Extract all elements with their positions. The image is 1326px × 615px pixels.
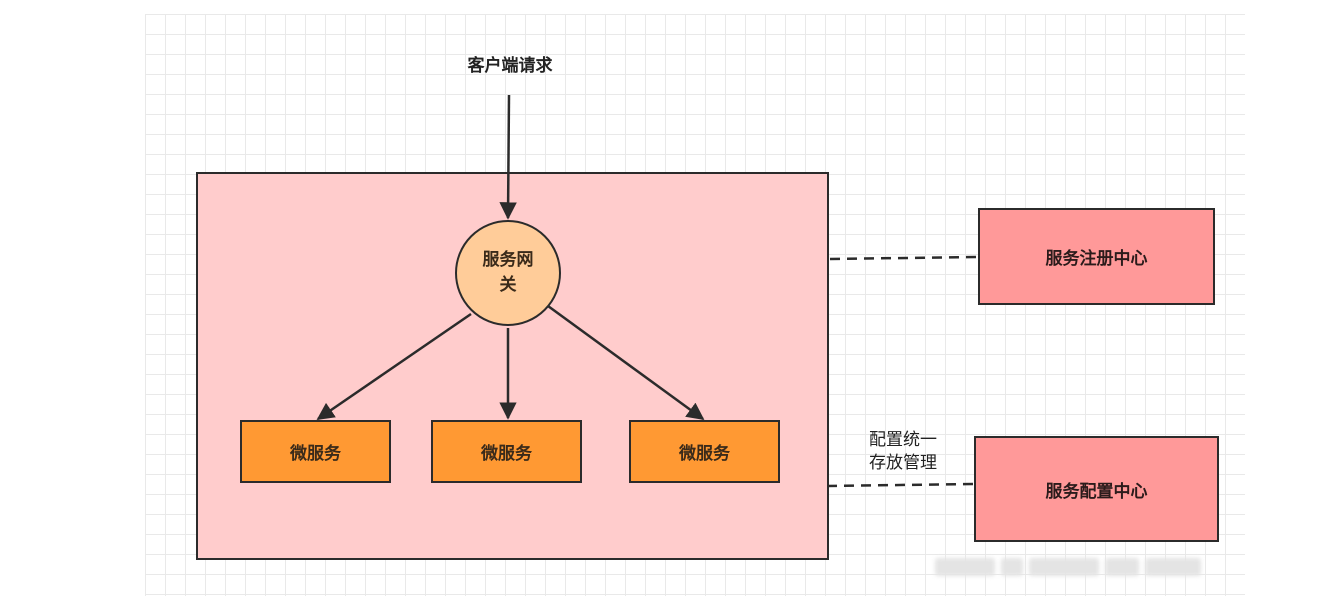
microservice-node-1: 微服务 (240, 420, 391, 483)
gateway-label-line2: 关 (499, 275, 517, 295)
cluster-to-registry-link (829, 255, 978, 261)
config-note-line2: 存放管理 (869, 452, 937, 473)
config-label: 服务配置中心 (1045, 481, 1148, 502)
gateway-to-microservice-1-arrow (316, 312, 472, 421)
registry-label: 服务注册中心 (1045, 249, 1148, 269)
client-to-gateway-arrow (499, 94, 517, 220)
client-request-label: 客户端请求 (467, 56, 553, 76)
service-registry-node: 服务注册中心 (978, 208, 1215, 305)
microservice-node-3: 微服务 (629, 420, 780, 483)
gateway-to-microservice-3-arrow (547, 304, 705, 421)
service-config-node: 服务配置中心 (974, 436, 1219, 542)
microservice-node-2: 微服务 (431, 420, 582, 483)
gateway-label-line1: 服务网 (482, 250, 534, 271)
microservice-label-3: 微服务 (679, 444, 730, 464)
config-note-line1: 配置统一 (869, 430, 937, 450)
blurred-watermark (935, 551, 1225, 583)
microservice-label-1: 微服务 (290, 444, 341, 464)
config-note-label: 配置统一 存放管理 (850, 429, 956, 475)
microservice-label-2: 微服务 (481, 444, 532, 464)
cluster-to-config-link (826, 482, 974, 488)
service-gateway-node: 服务网 关 (455, 220, 561, 326)
